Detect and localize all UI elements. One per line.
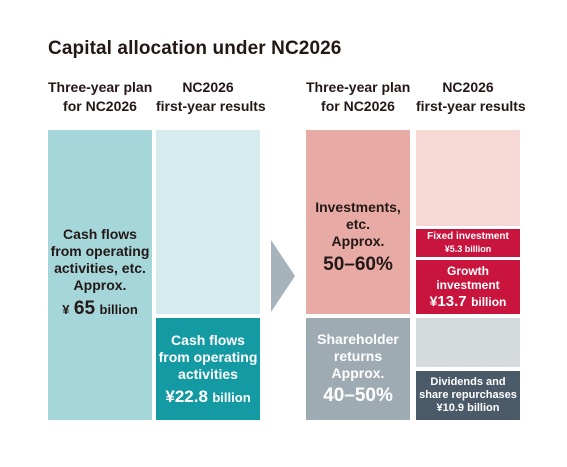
header-right-results-line2: first-year results <box>416 98 526 114</box>
investments-plan-box: Investments, etc. Approx. 50–60% <box>306 130 410 314</box>
cash-flow-plan-currency: ¥ <box>62 302 70 317</box>
shareholder-plan-box: Shareholder returns Approx. 40–50% <box>306 318 410 420</box>
cash-flow-result-unit: billion <box>212 389 251 405</box>
investments-plan-line2: etc. <box>345 215 371 232</box>
growth-investment-box: Growth investment ¥13.7 billion <box>416 260 520 314</box>
investments-plan-line1: Investments, <box>315 198 401 215</box>
header-right-plan-line2: for NC2026 <box>321 98 395 114</box>
header-left-results-line2: first-year results <box>156 98 266 114</box>
cash-flow-remaining-box <box>156 130 260 314</box>
dividends-line2: share repurchases <box>419 389 517 401</box>
cash-flow-plan-box: Cash flows from operating activities, et… <box>48 130 152 420</box>
header-right-plan-line1: Three-year plan <box>306 79 411 95</box>
header-left-plan: Three-year plan for NC2026 <box>48 78 152 116</box>
growth-investment-value: 13.7 <box>437 292 467 310</box>
cash-flow-result-line1: Cash flows <box>171 331 245 348</box>
header-left-results: NC2026 first-year results <box>156 78 266 116</box>
cash-flow-result-line2: from operating <box>158 348 258 365</box>
cash-flow-plan-value: 65 <box>73 298 96 319</box>
cash-flow-result-line3: activities <box>178 365 238 382</box>
investments-plan-line3: Approx. <box>331 232 385 249</box>
header-left-plan-line2: for NC2026 <box>63 98 137 114</box>
shareholder-plan-line2: returns <box>333 348 383 364</box>
header-right-results: NC2026 first-year results <box>416 78 526 116</box>
shareholder-plan-range: 40–50% <box>323 385 393 406</box>
dividends-line1: Dividends and <box>430 376 506 388</box>
growth-investment-amount: ¥13.7 billion <box>430 293 507 311</box>
header-right-results-line1: NC2026 <box>442 79 494 95</box>
growth-investment-line1: Growth <box>447 263 489 278</box>
dividends-amount: ¥10.9 billion <box>436 402 500 414</box>
cash-flow-plan-line1: Cash flows <box>63 226 137 242</box>
growth-investment-unit: billion <box>471 294 507 309</box>
growth-investment-currency: ¥ <box>429 292 438 309</box>
cash-flow-result-box: Cash flows from operating activities ¥22… <box>156 318 260 420</box>
investments-remaining-box <box>416 130 520 226</box>
header-left-plan-line1: Three-year plan <box>48 79 153 95</box>
header-right-plan: Three-year plan for NC2026 <box>306 78 410 116</box>
cash-flow-plan-line2: from operating <box>50 243 150 259</box>
cash-flow-result-value: 22.8 <box>174 386 208 406</box>
growth-investment-line2: investment <box>436 277 500 292</box>
cash-flow-result-amount: ¥22.8 billion <box>165 387 250 407</box>
investments-plan-range: 50–60% <box>323 253 393 275</box>
fixed-investment-amount: ¥5.3 billion <box>444 244 492 254</box>
header-left-results-line1: NC2026 <box>182 79 234 95</box>
shareholder-plan-line1: Shareholder <box>317 331 399 347</box>
fixed-investment-label: Fixed investment <box>427 231 509 242</box>
cash-flow-plan-amount: ¥ 65 billion <box>62 298 138 320</box>
cash-flow-plan-unit: billion <box>99 302 138 317</box>
dividends-box: Dividends and share repurchases ¥10.9 bi… <box>416 371 520 420</box>
shareholder-plan-line3: Approx. <box>331 365 385 381</box>
cash-flow-plan-line3: activities, etc. <box>54 260 146 276</box>
shareholder-remaining-box <box>416 318 520 367</box>
fixed-investment-box: Fixed investment ¥5.3 billion <box>416 229 520 257</box>
cash-flow-result-currency: ¥ <box>165 386 175 406</box>
diagram-title: Capital allocation under NC2026 <box>48 38 342 59</box>
arrow-right-icon <box>271 240 295 312</box>
cash-flow-plan-line4: Approx. <box>73 277 127 293</box>
